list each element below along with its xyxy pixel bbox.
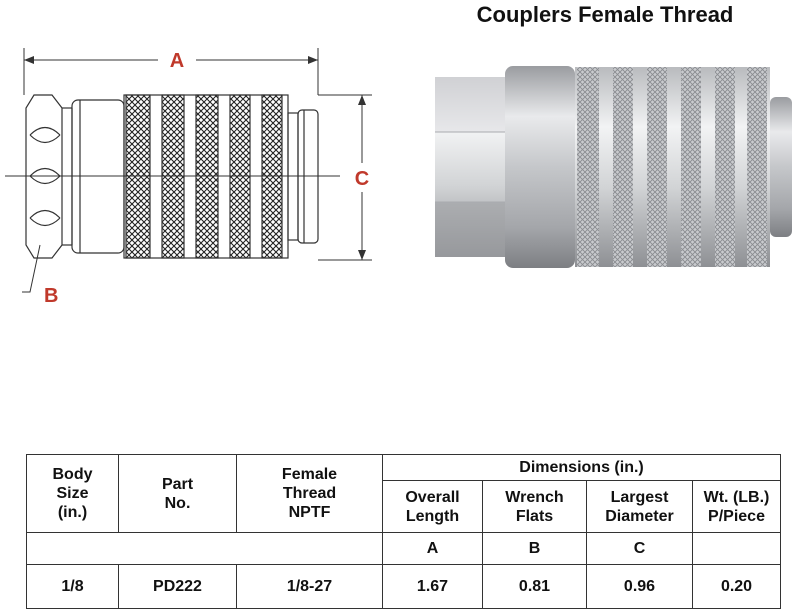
dim-key-c: C: [586, 532, 693, 565]
table-row: 1/8 PD222 1/8-27 1.67 0.81 0.96 0.20: [26, 564, 782, 609]
knurl-band-2: [161, 94, 185, 259]
dimension-c-label: C: [355, 168, 369, 190]
coupler-product-image: [435, 66, 792, 268]
knurl-band-4: [229, 94, 251, 259]
photo-sleeve: [575, 67, 770, 267]
sleeve: [123, 94, 289, 259]
dim-key-spacer: [26, 532, 383, 565]
cell-wrench-flats: 0.81: [482, 564, 587, 609]
header-body-size: Body Size (in.): [26, 454, 119, 533]
dimension-c: C: [318, 94, 372, 261]
spec-table: Body Size (in.) Part No. Female Thread N…: [26, 454, 782, 609]
cell-part-no: PD222: [118, 564, 237, 609]
knurl-band-3: [195, 94, 219, 259]
page-title: Couplers Female Thread: [476, 2, 734, 27]
photo-hex: [435, 77, 513, 257]
header-female-thread: Female Thread NPTF: [236, 454, 383, 533]
header-overall-length: Overall Length: [382, 480, 483, 533]
photo-nose: [770, 97, 792, 237]
knurl-band-5: [261, 94, 283, 259]
header-weight: Wt. (LB.) P/Piece: [691, 480, 782, 533]
header-largest-diameter: Largest Diameter: [586, 480, 693, 533]
cell-female-thread: 1/8-27: [236, 564, 383, 609]
header-wrench-flats: Wrench Flats: [482, 480, 587, 533]
dimension-b-label: B: [44, 285, 58, 307]
knurl-band-1: [125, 94, 151, 259]
dimension-b: B: [22, 244, 58, 307]
nose: [287, 109, 319, 244]
dim-key-b: B: [482, 532, 587, 565]
dim-key-a: A: [382, 532, 483, 565]
dim-key-blank: [691, 532, 782, 565]
dimension-a-label: A: [170, 50, 184, 72]
cell-body-size: 1/8: [26, 564, 119, 609]
cell-overall-length: 1.67: [382, 564, 483, 609]
cell-largest-diameter: 0.96: [586, 564, 693, 609]
coupler-dimension-drawing: A C B: [5, 48, 372, 307]
header-part-no: Part No.: [118, 454, 237, 533]
header-dimensions: Dimensions (in.): [381, 454, 782, 481]
cell-weight: 0.20: [691, 564, 782, 609]
photo-collar: [505, 66, 575, 268]
dimension-a: A: [23, 48, 319, 95]
